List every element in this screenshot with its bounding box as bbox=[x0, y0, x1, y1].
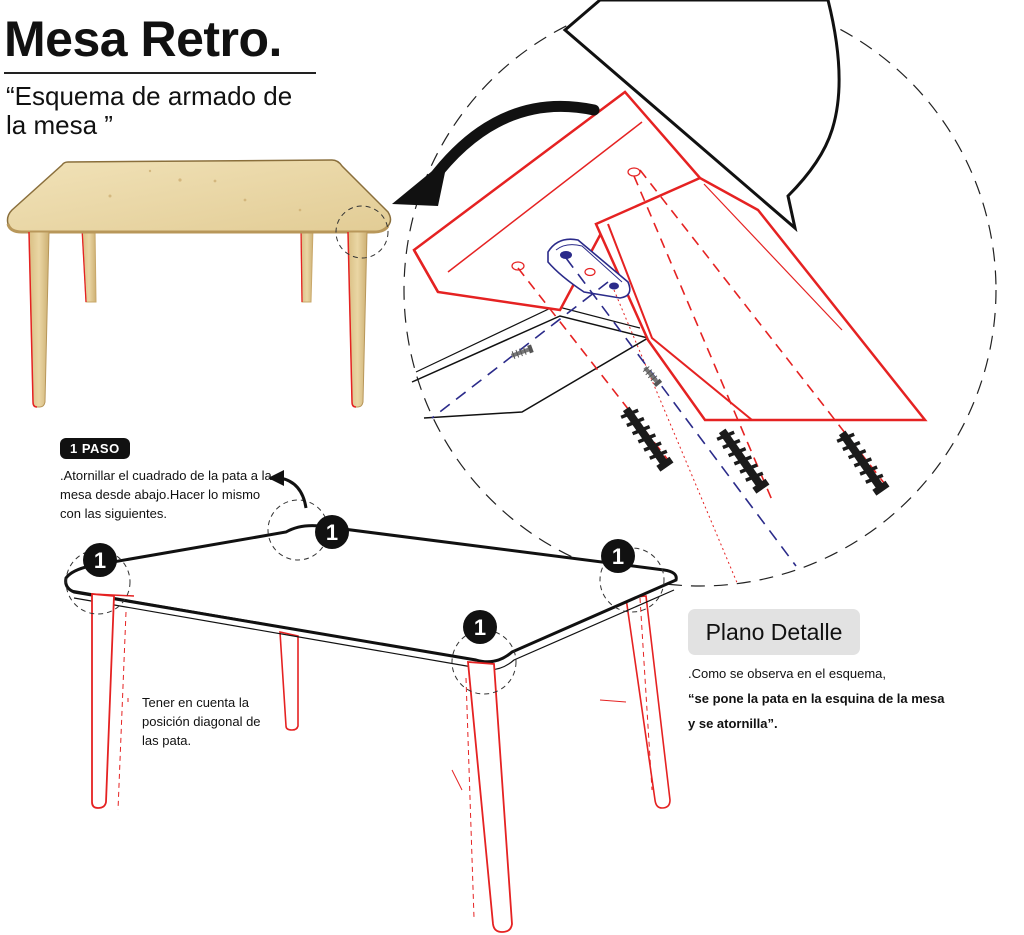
step-marker: 1 bbox=[315, 515, 349, 549]
title-underline bbox=[4, 72, 316, 74]
corner-circle bbox=[599, 547, 665, 613]
page-subtitle: “Esquema de armado de la mesa ” bbox=[6, 81, 293, 140]
corner-detail-circle bbox=[335, 205, 389, 259]
wood-screw bbox=[836, 430, 890, 496]
diagonal-guides bbox=[91, 593, 653, 919]
small-screw bbox=[642, 366, 663, 387]
screw-hole bbox=[584, 267, 596, 277]
detail-intro: .Como se observa en el esquema, bbox=[688, 666, 886, 681]
table-leg bbox=[625, 595, 671, 809]
curved-arrow-icon bbox=[392, 100, 600, 206]
svg-text:1: 1 bbox=[612, 544, 624, 569]
detail-label: Plano Detalle bbox=[688, 609, 860, 655]
line-table-illustration bbox=[64, 470, 678, 933]
table-leg bbox=[279, 630, 299, 731]
wood-table-leg bbox=[81, 227, 97, 303]
small-screw bbox=[510, 344, 534, 360]
svg-text:1: 1 bbox=[474, 615, 486, 640]
wood-table-illustration bbox=[6, 159, 392, 408]
table-leg bbox=[467, 661, 513, 933]
wood-screw bbox=[716, 428, 770, 494]
detail-view bbox=[403, 0, 997, 587]
page-title: Mesa Retro. bbox=[4, 11, 282, 67]
screw-hole bbox=[627, 167, 641, 177]
detail-bold-text: “se pone la pata en la esquina de la mes… bbox=[688, 691, 945, 731]
wood-table-leg bbox=[28, 231, 50, 408]
step-instructions: .Atornillar el cuadrado de la pata a la … bbox=[60, 468, 272, 521]
screw-hole bbox=[511, 261, 525, 271]
svg-text:1: 1 bbox=[94, 548, 106, 573]
corner-circle bbox=[451, 629, 517, 695]
step-badge: 1 PASO bbox=[60, 438, 130, 459]
wood-table-leg bbox=[300, 227, 314, 303]
wood-table-leg bbox=[347, 231, 368, 408]
diagonal-note: Tener en cuenta la posición diagonal de … bbox=[142, 695, 261, 748]
table-top-outline bbox=[562, 0, 841, 233]
wood-grain bbox=[108, 169, 302, 212]
table-edge-outline bbox=[411, 315, 650, 419]
rotate-arrow-icon bbox=[268, 470, 308, 509]
step-marker: 1 bbox=[83, 543, 117, 577]
corner-circle bbox=[65, 549, 131, 615]
detail-description: .Como se observa en el esquema, “se pone… bbox=[688, 661, 948, 736]
detail-boundary-circle bbox=[403, 0, 997, 587]
wood-table-top bbox=[6, 159, 392, 233]
step-marker: 1 bbox=[601, 539, 635, 573]
table-leg bbox=[91, 593, 115, 809]
svg-text:1: 1 bbox=[326, 520, 338, 545]
apron-right bbox=[594, 176, 928, 422]
step-marker: 1 bbox=[463, 610, 497, 644]
wood-screw bbox=[620, 406, 674, 472]
